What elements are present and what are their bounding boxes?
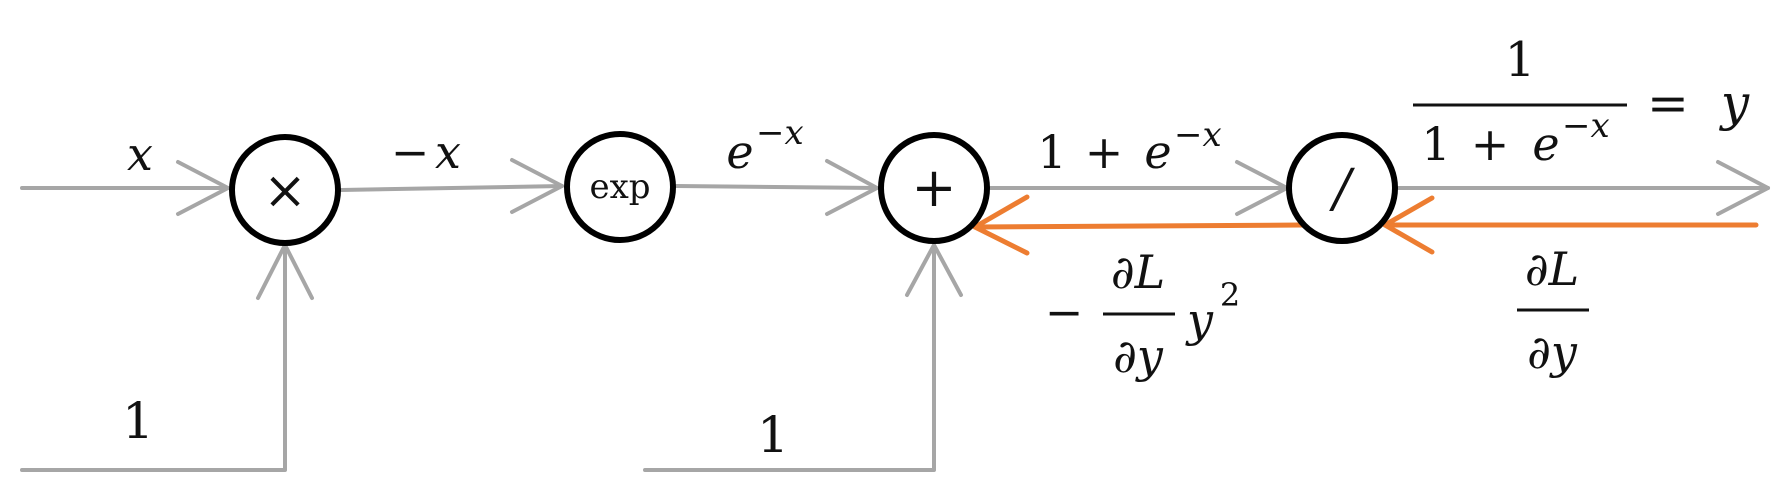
gradient-upstream-denominator: ∂y [1527, 325, 1578, 379]
label-one-plus-exp: 1 + e −x [1037, 115, 1221, 179]
output-y: y [1719, 74, 1750, 132]
output-numerator: 1 [1505, 32, 1536, 88]
output-fraction: 1 1 + e −x [1413, 32, 1627, 171]
output-denom-power: −x [1562, 106, 1610, 146]
label-sum-base: e [1144, 125, 1171, 179]
label-sum-plus: + [1085, 125, 1124, 179]
arrowhead-multiply-to-exp [510, 158, 564, 214]
gradient-local-y: y [1185, 293, 1214, 347]
gradient-arrowhead-add [972, 194, 1030, 256]
gradient-local-minus: − [1045, 285, 1084, 339]
label-x: x [127, 127, 153, 181]
gradient-local-numerator: ∂L [1111, 245, 1165, 299]
arrowhead-output [1716, 160, 1770, 216]
node-exp: exp [564, 131, 676, 243]
arrowhead-exp-to-add [825, 159, 879, 216]
edge-multiply-to-exp [339, 184, 564, 192]
backward-edges [972, 194, 1759, 256]
label-neg-x-minus: − [391, 125, 430, 179]
output-denom-plus: + [1471, 117, 1510, 171]
label-const-one-right: 1 [757, 406, 789, 464]
gradient-local-denominator: ∂y [1113, 329, 1164, 383]
node-multiply: × [229, 134, 341, 246]
forward-edges [20, 158, 1770, 472]
output-denom-one: 1 [1421, 117, 1450, 171]
node-add-symbol: + [911, 156, 956, 219]
gradient-arrowhead-divide [1382, 195, 1435, 255]
gradient-upstream: ∂L ∂y [1517, 242, 1589, 379]
gradient-upstream-numerator: ∂L [1525, 242, 1579, 296]
label-neg-x: − x [391, 125, 461, 179]
node-exp-label: exp [589, 167, 650, 207]
edge-const1-to-add [643, 243, 936, 472]
gradient-edge-divide-to-add [972, 222, 1305, 230]
output-denom-base: e [1532, 117, 1559, 171]
gradient-local: − ∂L ∂y y 2 [1045, 245, 1240, 383]
label-sum-one: 1 [1037, 125, 1066, 179]
node-add: + [878, 132, 990, 244]
label-exp-base: e [726, 125, 753, 179]
node-multiply-symbol: × [263, 161, 307, 221]
gradient-local-power: 2 [1220, 276, 1240, 314]
label-const-one-left: 1 [122, 392, 154, 450]
edge-const1-to-multiply [20, 243, 287, 472]
node-divide: / [1286, 132, 1398, 244]
arrowhead-const1-to-add [905, 243, 963, 297]
label-sum-power: −x [1174, 115, 1222, 155]
arrowhead-x-to-multiply [176, 160, 230, 216]
edge-exp-to-add [674, 184, 879, 190]
label-exp-power: −x [756, 113, 804, 153]
output-equals: = [1647, 74, 1689, 132]
label-exp-neg-x: e −x [726, 113, 803, 179]
node-divide-symbol: / [1328, 159, 1355, 219]
label-neg-x-var: x [435, 125, 461, 179]
